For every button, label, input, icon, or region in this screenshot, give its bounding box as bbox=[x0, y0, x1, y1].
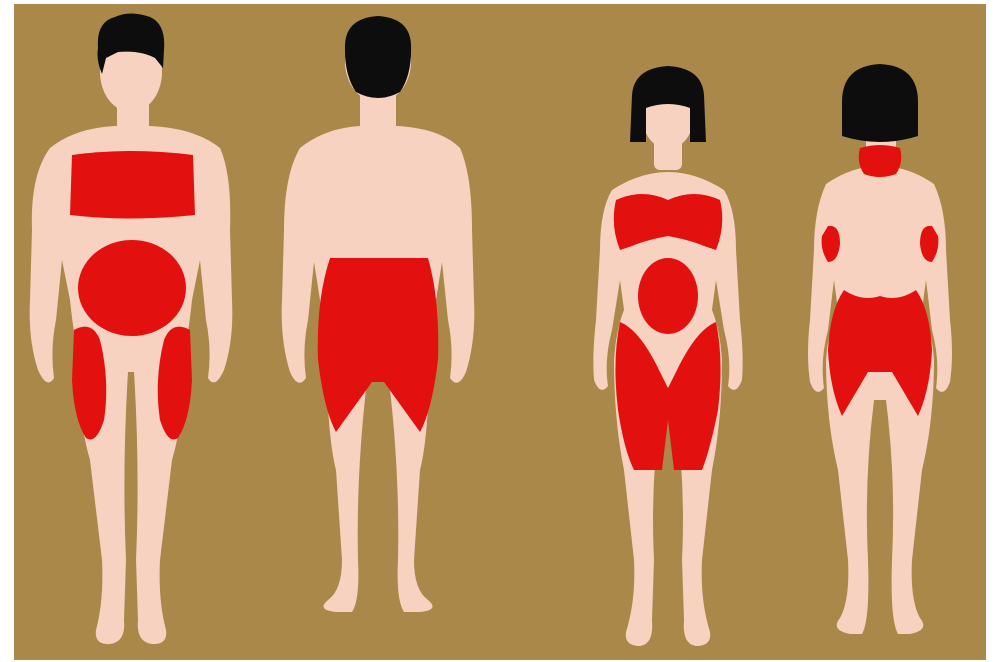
male-back-hair bbox=[345, 16, 411, 98]
female-back-neck-zone bbox=[859, 145, 902, 177]
female-back-hair bbox=[842, 64, 918, 142]
male-front-chest-zone bbox=[70, 151, 195, 219]
female-front-belly-zone bbox=[638, 258, 698, 334]
male-front-belly-zone bbox=[78, 240, 186, 336]
